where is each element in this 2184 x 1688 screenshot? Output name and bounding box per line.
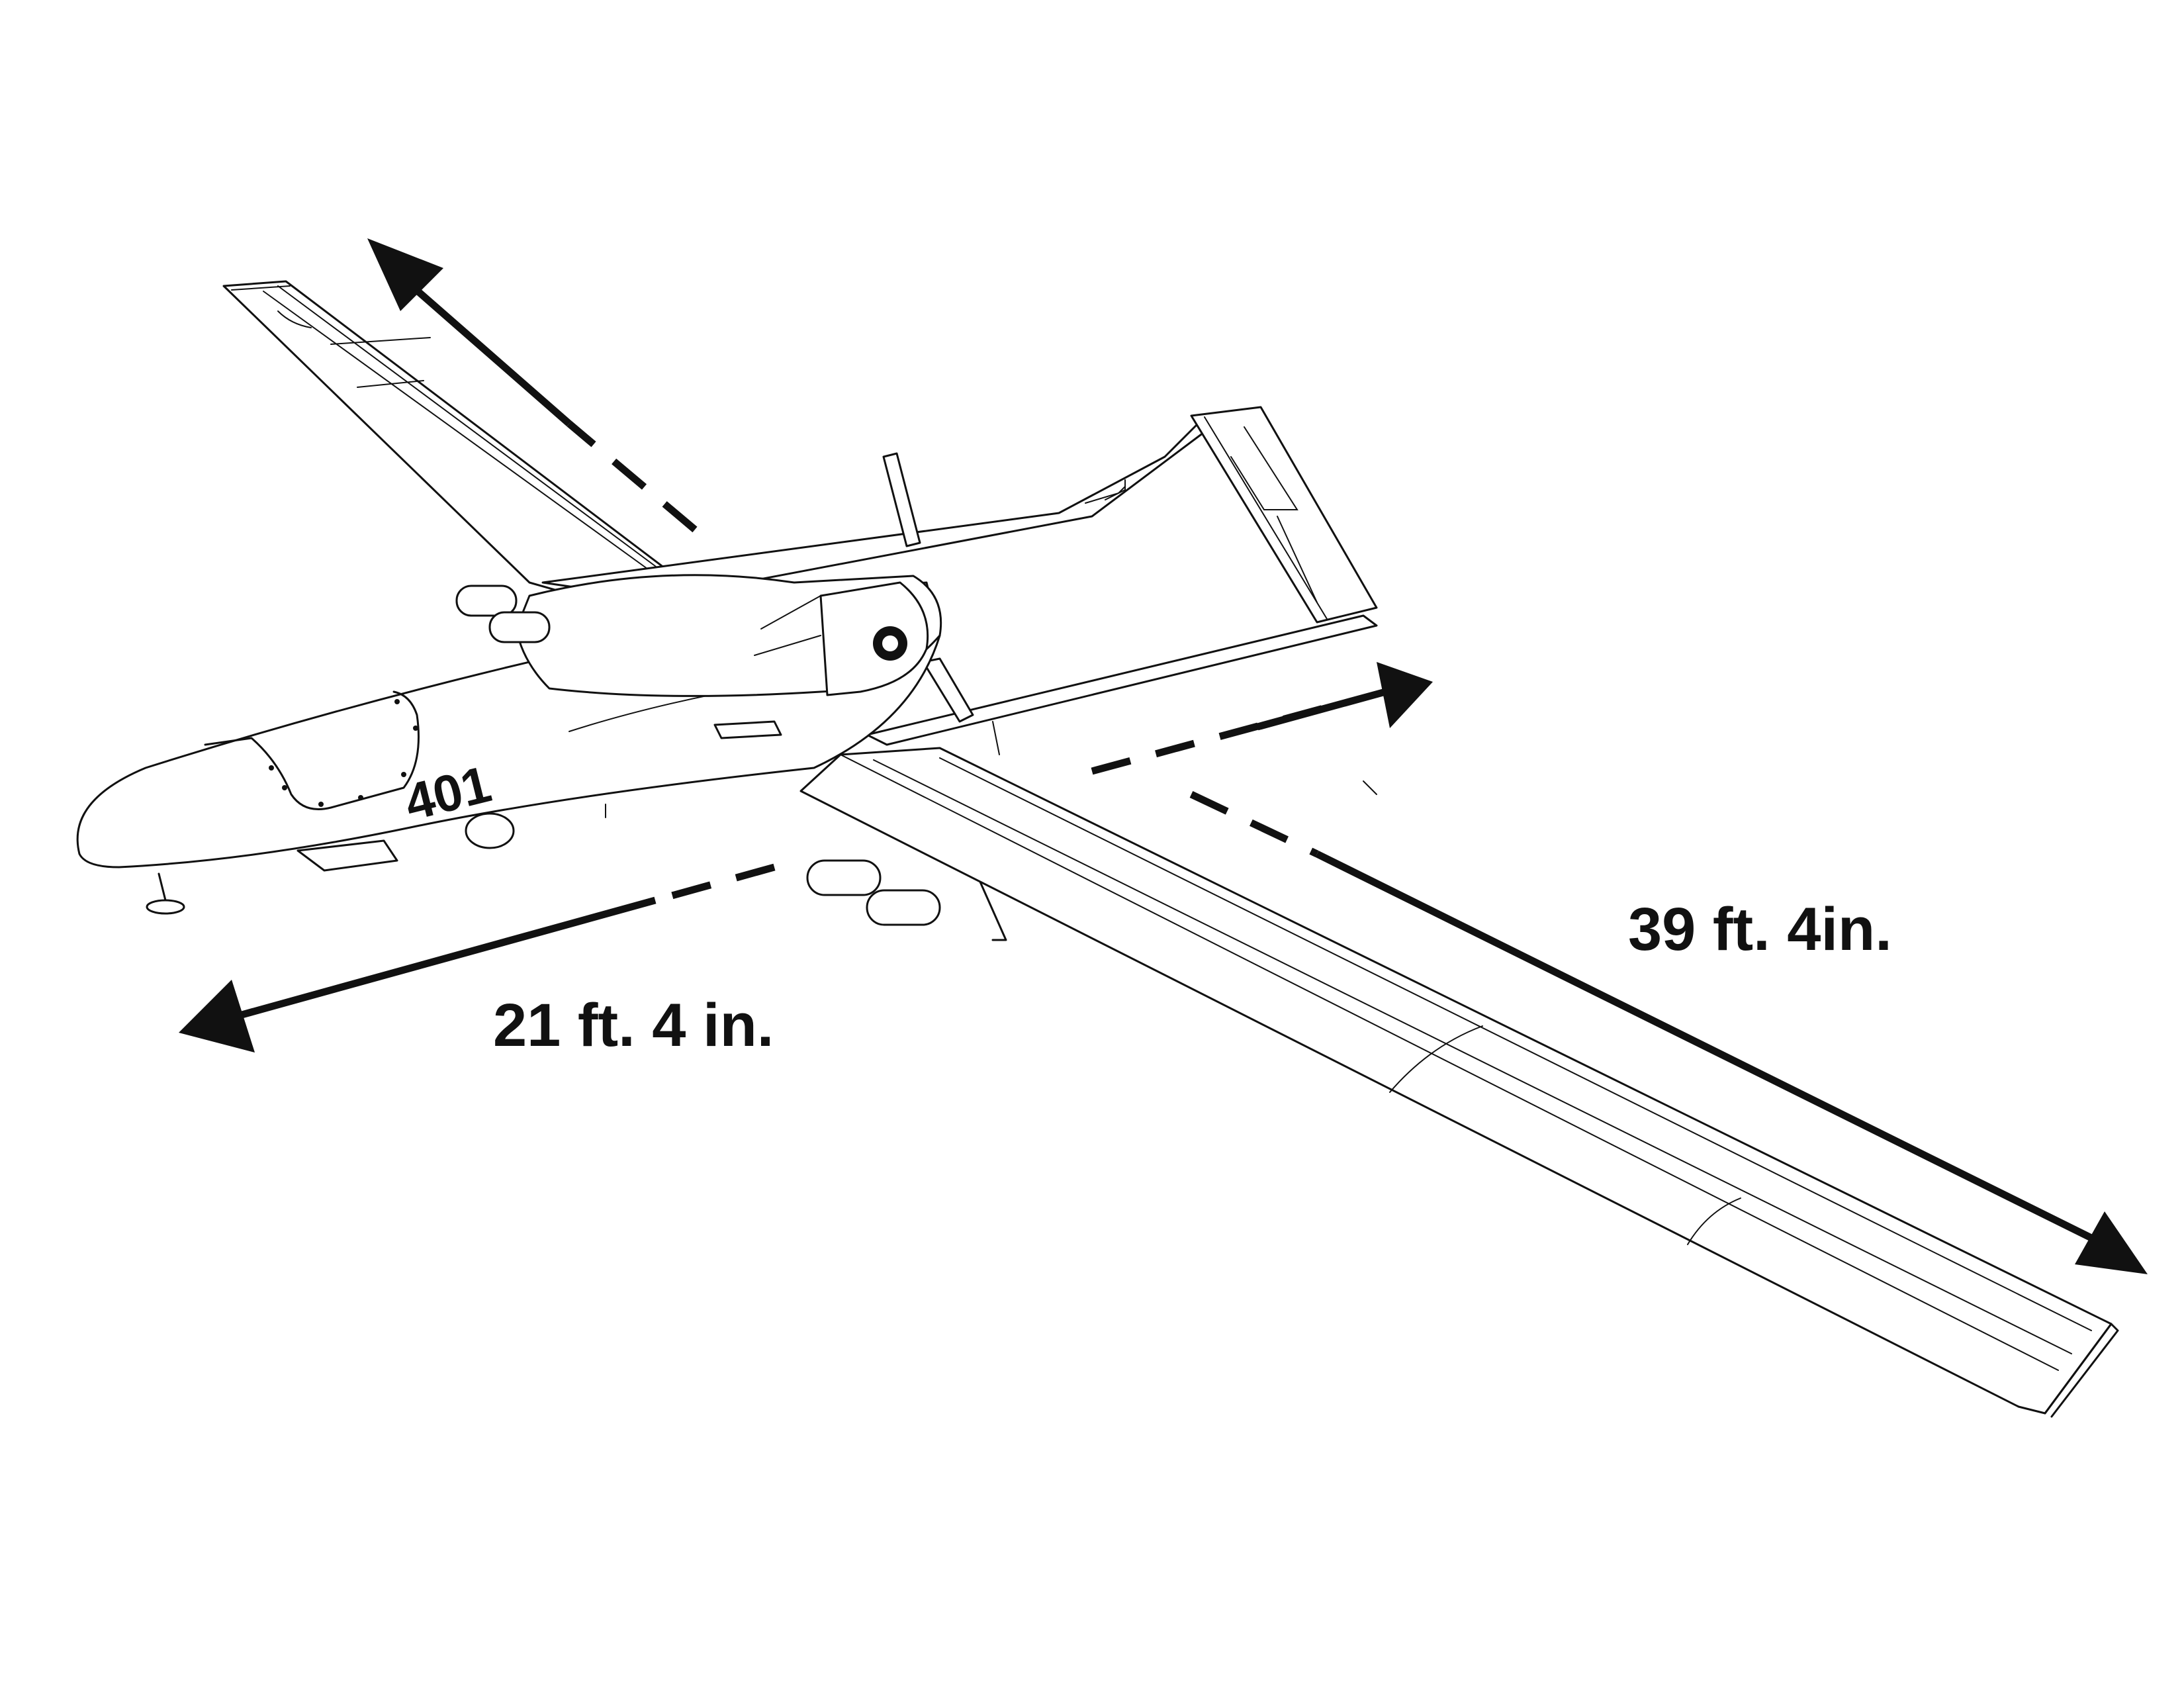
length-arrow-aft — [179, 863, 776, 1053]
length-arrow-forward — [1091, 662, 1433, 775]
right-wing — [799, 747, 2119, 1418]
wingspan-dimension-label: 39 ft. 4in. — [1628, 896, 1892, 963]
engine-nacelle — [515, 574, 942, 697]
arrowhead-down-left-icon — [179, 980, 255, 1053]
arrowhead-down-right-icon — [2075, 1211, 2148, 1274]
arrowhead-up-left-icon — [367, 238, 443, 311]
wingspan-arrow-lower — [1189, 791, 2148, 1274]
propeller — [882, 452, 974, 723]
far-wing-pods — [455, 585, 551, 643]
arrowhead-up-right-icon — [1377, 662, 1433, 728]
left-wing — [222, 280, 676, 597]
near-wing-pods — [465, 812, 1007, 941]
length-dimension-label: 21 ft. 4 in. — [493, 992, 774, 1059]
wingspan-arrow-upper — [367, 238, 698, 533]
